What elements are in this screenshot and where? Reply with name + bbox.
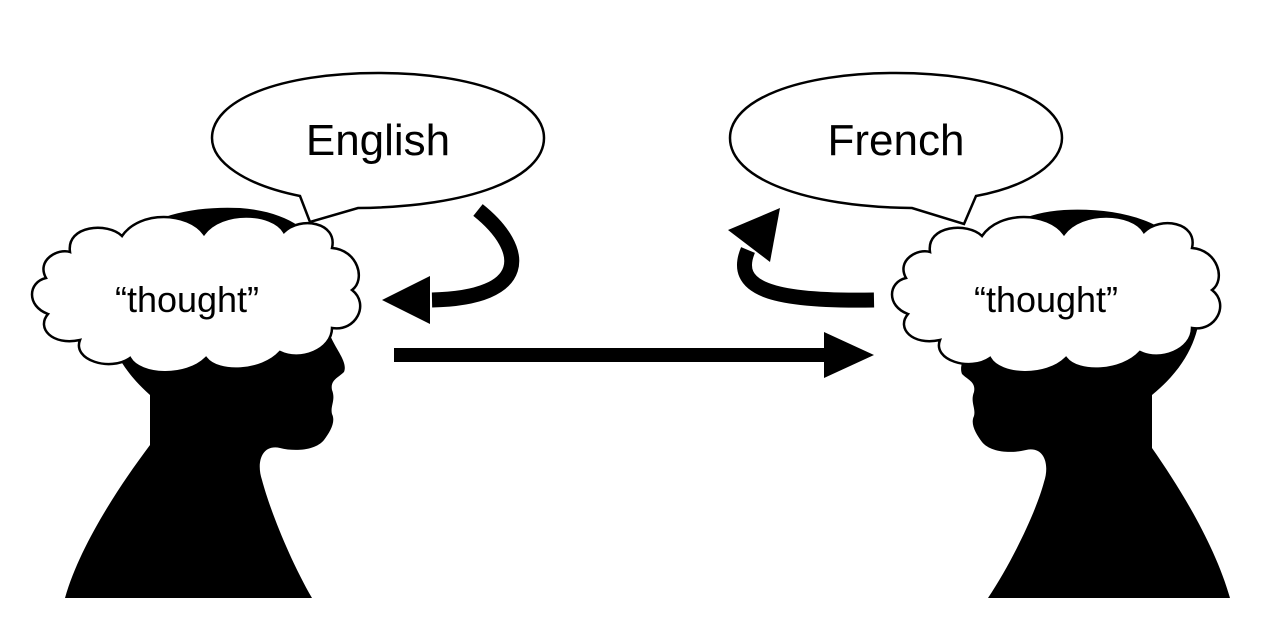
left-curved-arrow-shaft (431, 204, 520, 308)
right-curved-arrow-shaft (737, 247, 875, 308)
right-thought-label: “thought” (974, 279, 1118, 320)
right-speech-bubble (728, 71, 1064, 226)
right-speech-label: French (828, 116, 965, 165)
left-thought-label: “thought” (115, 279, 259, 320)
left-speech-label: English (306, 116, 450, 165)
right-curved-arrowhead (728, 208, 780, 262)
left-curved-arrowhead (382, 276, 430, 324)
main-arrow-shaft (394, 348, 830, 362)
right-thought-cloud (890, 215, 1222, 374)
main-arrowhead (824, 332, 874, 378)
left-thought-cloud (30, 215, 362, 374)
left-speech-bubble (210, 71, 546, 224)
